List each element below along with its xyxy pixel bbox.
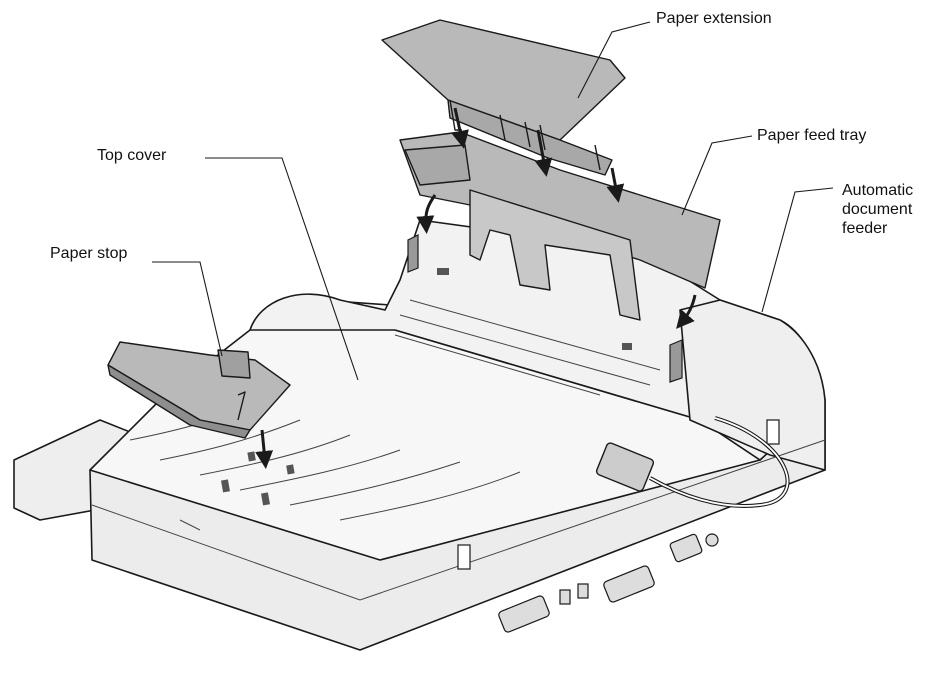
paper-stop (107, 341, 291, 439)
label-paper-feed-tray: Paper feed tray (757, 127, 867, 144)
paper-feed-tray (399, 131, 721, 321)
label-adf-line-1: Automatic (842, 182, 914, 199)
label-adf-line-3: feeder (842, 220, 888, 237)
down-arrow-icon (255, 107, 697, 469)
label-adf-line-2: document (842, 201, 913, 218)
label-top-cover: Top cover (97, 147, 167, 164)
cable-icon (595, 416, 790, 508)
label-paper-stop: Paper stop (50, 245, 128, 262)
port-icon (498, 533, 719, 633)
label-paper-extension: Paper extension (656, 10, 772, 27)
latches (457, 419, 780, 570)
leader-lines (152, 21, 834, 381)
slots (221, 268, 632, 506)
guide-pieces (407, 234, 683, 383)
label-automatic-document-feeder: Automatic document feeder (842, 181, 913, 238)
paper-extension (381, 19, 626, 176)
